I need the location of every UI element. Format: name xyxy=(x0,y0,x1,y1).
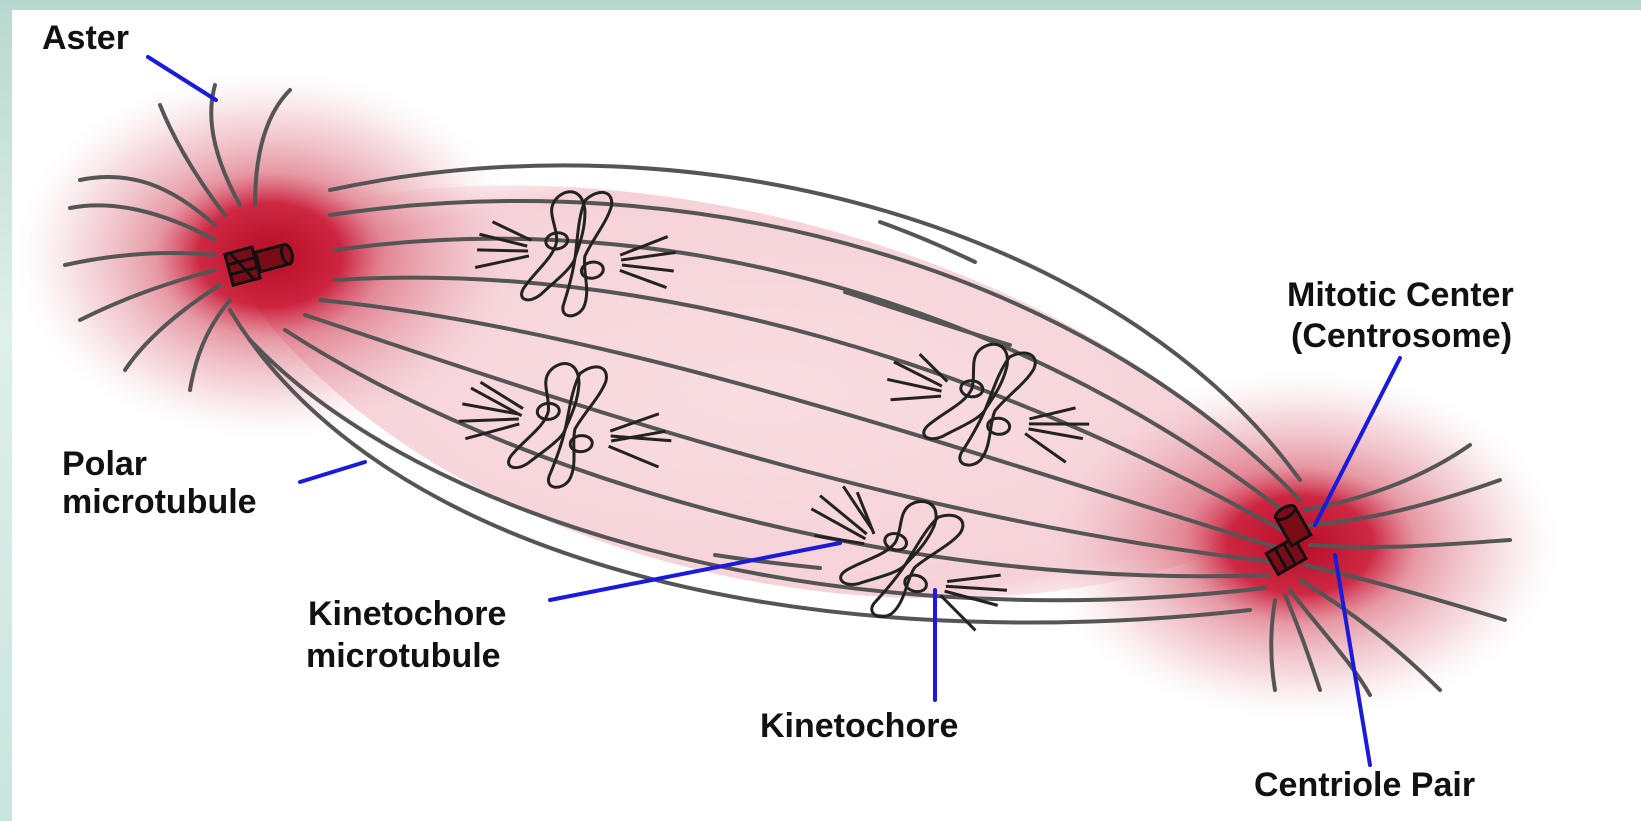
label-polar-microtubule-line1: Polar xyxy=(62,444,147,484)
label-mitotic-center-line1: Mitotic Center xyxy=(1287,275,1514,315)
label-mitotic-center-line2: (Centrosome) xyxy=(1291,316,1512,356)
label-kinetochore-microtubule-line2: microtubule xyxy=(306,636,501,676)
pointer-polar-microtubule xyxy=(300,462,365,482)
label-centriole-pair: Centriole Pair xyxy=(1254,765,1475,805)
label-kinetochore-microtubule-line1: Kinetochore xyxy=(308,594,506,634)
label-kinetochore: Kinetochore xyxy=(760,706,958,746)
label-aster: Aster xyxy=(42,18,129,58)
label-polar-microtubule-line2: microtubule xyxy=(62,482,257,522)
